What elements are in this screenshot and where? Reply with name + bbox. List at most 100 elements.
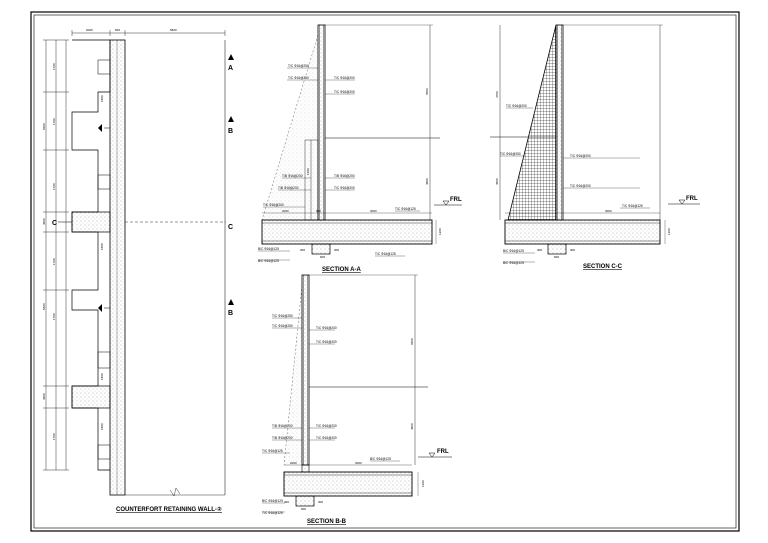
section-b-label-5: T/B Φ16@200 (272, 424, 293, 428)
section-c-label-1: T/C Φ16@200 (506, 104, 527, 108)
section-b-shear-key (295, 495, 315, 507)
section-c-dim-bot-2: 600 (554, 255, 559, 259)
section-a-dim-counterfort: 1600 (306, 168, 310, 175)
plan-dim-top-1: 2000 (86, 28, 93, 32)
svg-text:A: A (228, 65, 233, 72)
plan-section-mark-b-bottom: B (228, 299, 234, 317)
svg-text:FRL: FRL (686, 196, 698, 202)
section-a-stem (317, 24, 326, 221)
plan-section-mark-b-top: B (228, 116, 234, 135)
section-b-label-10: B/C Φ16@125 (370, 457, 391, 461)
plan-dim-left-2: 4500 (42, 218, 46, 225)
section-b-dim-heel: 2000 (290, 461, 297, 465)
section-b-label-11: B/C Φ16@125 (262, 499, 283, 503)
svg-text:C: C (52, 220, 57, 227)
plan-wall-stem (109, 39, 126, 496)
plan-dim-inner-3: 1700 (52, 183, 56, 190)
plan-dim-inner-2: 1700 (52, 118, 56, 125)
section-a-dim-bot-3: 300 (334, 248, 339, 252)
section-a-label-2: T/C Φ16@250 (288, 76, 309, 80)
section-b-label-6: T/B Φ16@200 (272, 436, 293, 440)
section-b-stem (301, 274, 310, 466)
section-b-title: SECTION B-B (307, 519, 347, 525)
plan-dim-left-1: 5600 (42, 123, 46, 130)
section-a-shear-key (311, 243, 331, 255)
section-b-label-9: T/C Φ16@125 (262, 449, 283, 453)
section-a-base-slab (261, 219, 433, 245)
svg-text:B: B (228, 310, 233, 317)
section-c-dim-toe: 3000 (605, 209, 612, 213)
plan-view: 2000 600 5600 5600 4500 5600 4500 1700 1… (42, 28, 234, 513)
section-a-title: SECTION A-A (322, 267, 361, 273)
section-b-dim-bot-2: 600 (301, 507, 306, 511)
section-c-dim-bot-1: 300 (537, 248, 542, 252)
sheet-inner-border (33, 14, 737, 529)
section-a-dim-bot-2: 600 (320, 255, 325, 259)
svg-text:B: B (228, 128, 233, 135)
plan-dim-top-2: 600 (115, 28, 120, 32)
sheet-outer-border (30, 11, 740, 532)
plan-buttress-dim-3: 1800 (100, 373, 104, 380)
section-b-dim-toe: 3000 (355, 461, 362, 465)
section-c-frl-marker: FRL (668, 196, 700, 205)
section-c-dim-depth: 1200 (667, 228, 671, 235)
svg-text:C: C (228, 224, 233, 231)
section-c-base-slab (504, 219, 661, 245)
section-a-frl-marker: FRL (434, 197, 462, 206)
section-b-label-12: T/C Φ16@125 (262, 511, 283, 515)
plan-dim-inner-6: 1700 (52, 433, 56, 440)
section-c-dim-height-1: 4700 (495, 91, 499, 98)
section-b-label-7: T/C Φ16@200 (316, 424, 337, 428)
section-b-label-1: T/C Φ16@250 (272, 314, 293, 318)
section-c-label-6: B/C Φ16@125 (503, 249, 524, 253)
section-a-label-12: B/C Φ16@125 (258, 259, 279, 263)
section-a-label-3: T/C Φ16@200 (334, 76, 355, 80)
section-c-label-5: T/C Φ16@125 (622, 204, 643, 208)
section-c-counterfort-mesh (507, 24, 557, 221)
plan-dim-top-3: 5600 (170, 28, 177, 32)
section-a-label-4: T/C Φ16@200 (334, 90, 355, 94)
plan-title: COUNTERFORT RETAINING WALL-② (116, 506, 222, 513)
plan-buttress-dim-4: 1800 (100, 423, 104, 430)
section-a-label-6: T/B Φ16@200 (278, 186, 299, 190)
section-b-b: 6500 4800 2000 3000 1200 300 600 300 T/C… (262, 274, 452, 525)
section-c-dim-height-2: 4500 (495, 178, 499, 185)
section-b-label-3: T/C Φ16@200 (316, 326, 337, 330)
plan-buttress-dim-2: 1800 (100, 243, 104, 250)
section-c-label-7: B/C Φ16@125 (503, 261, 524, 265)
section-b-label-2: T/C Φ16@250 (272, 324, 293, 328)
plan-section-mark-c-left: C (52, 220, 72, 227)
svg-text:FRL: FRL (450, 197, 462, 203)
plan-dim-left-4: 4500 (42, 393, 46, 400)
section-b-dim-bot-1: 300 (284, 500, 289, 504)
section-c-shear-key (547, 243, 567, 255)
plan-dim-inner-1: 1700 (52, 63, 56, 70)
section-b-dim-height-1: 6500 (410, 338, 414, 345)
section-c-stem (555, 24, 564, 221)
plan-section-mark-c-right: C (125, 221, 233, 231)
plan-north-arrow-a (98, 124, 110, 312)
section-a-label-5: T/B Φ16@200 (282, 174, 303, 178)
section-a-dim-toe: 3000 (370, 209, 377, 213)
section-a-dim-height-1: 6500 (425, 88, 429, 95)
plan-counterfort-1 (71, 211, 111, 233)
section-a-label-1: T/C Φ16@250 (288, 64, 309, 68)
section-a-dim-heel: 2000 (282, 209, 289, 213)
section-b-dim-bot-3: 300 (318, 500, 323, 504)
section-b-label-8: T/C Φ16@200 (316, 436, 337, 440)
plan-dim-inner-5: 1700 (52, 313, 56, 320)
svg-text:FRL: FRL (437, 449, 449, 455)
plan-dim-inner-4: 1700 (52, 258, 56, 265)
section-b-label-4: T/C Φ16@200 (316, 340, 337, 344)
section-c-label-4: T/C Φ16@200 (570, 184, 591, 188)
section-b-dim-height-2: 4800 (410, 423, 414, 430)
section-a-dim-depth: 1200 (438, 228, 442, 235)
section-b-base-slab (283, 471, 413, 497)
section-a-label-7: T/B Φ16@200 (334, 174, 355, 178)
section-a-a: 6500 4800 2000 3000 600 1200 300 600 300… (258, 24, 462, 273)
section-a-label-11: B/C Φ16@125 (258, 247, 279, 251)
section-c-title: SECTION C-C (583, 264, 623, 270)
section-a-label-13: T/C Φ16@125 (375, 252, 396, 256)
section-c-c: 4700 4500 3000 1200 300 600 300 T/C Φ16@… (490, 24, 700, 270)
